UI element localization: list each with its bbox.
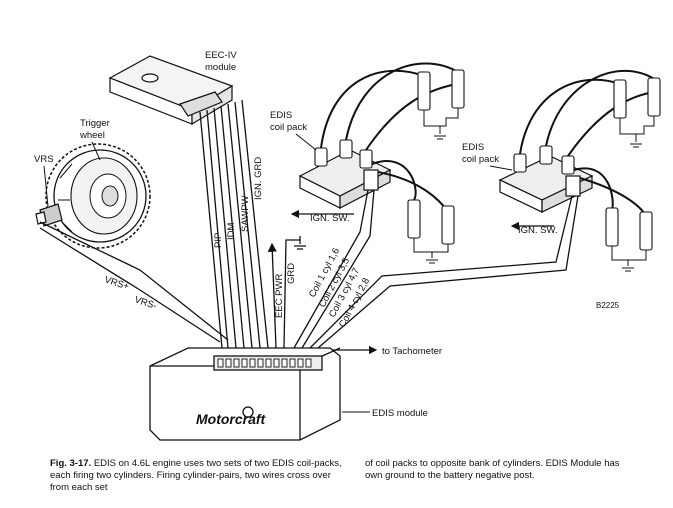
caption-left-text: EDIS on 4.6L engine uses two sets of two… [50,458,342,493]
right-edis-label: EDIS [462,142,484,153]
ign-grd-label: IGN. GRD [253,157,264,200]
trigger-leader [91,141,101,161]
eec-signal-wires [199,99,269,349]
vrs-wires [39,221,229,343]
eec-iv-module [108,55,234,126]
right-coil-pack-label: coil pack [462,154,499,165]
caption-right: of coil packs to opposite bank of cylind… [365,458,630,482]
trigger-wheel [45,143,151,249]
vrs-minus-label: VRS- [133,294,158,311]
right-spark-plugs [605,77,661,251]
caption-left: Fig. 3-17. EDIS on 4.6L engine uses two … [50,458,350,494]
figure-number: Fig. 3-17. [50,458,92,469]
vrs-plus-label: VRS+ [103,274,131,292]
right-coil-towers [513,145,575,175]
edis-module-label: EDIS module [372,408,428,419]
edis-module-pins [217,358,312,368]
left-coil-towers [314,139,373,169]
caption-right-text: of coil packs to opposite bank of cylind… [365,458,620,481]
wheel-label: wheel [79,130,105,141]
right-ign-sw-label: IGN. SW. [518,225,558,236]
vrs-sensor [35,203,63,227]
grd-label: GRD [286,263,297,284]
left-edis-label: EDIS [270,110,292,121]
left-spark-plugs [407,69,465,245]
eec-iv-label: EEC-IV [205,50,237,61]
tach-label: to Tachometer [382,346,442,357]
motorcraft-logo: Motorcraft [196,411,267,427]
left-coil-pack-label: coil pack [270,122,307,133]
power-ground-wires [267,236,306,349]
trigger-label: Trigger [80,118,110,129]
eec-pwr-label: EEC PWR [274,274,285,318]
left-ign-sw-label: IGN. SW. [310,213,350,224]
coil-wires [293,189,579,349]
sawpw-label: SAWPW [240,195,251,232]
left-coil-pack [298,149,392,209]
eec-module-label: module [205,62,236,73]
idm-label: IDM [226,223,237,241]
ref-code: B2225 [596,301,620,310]
pip-label: PIP [213,233,224,248]
vrs-label: VRS [34,154,54,165]
